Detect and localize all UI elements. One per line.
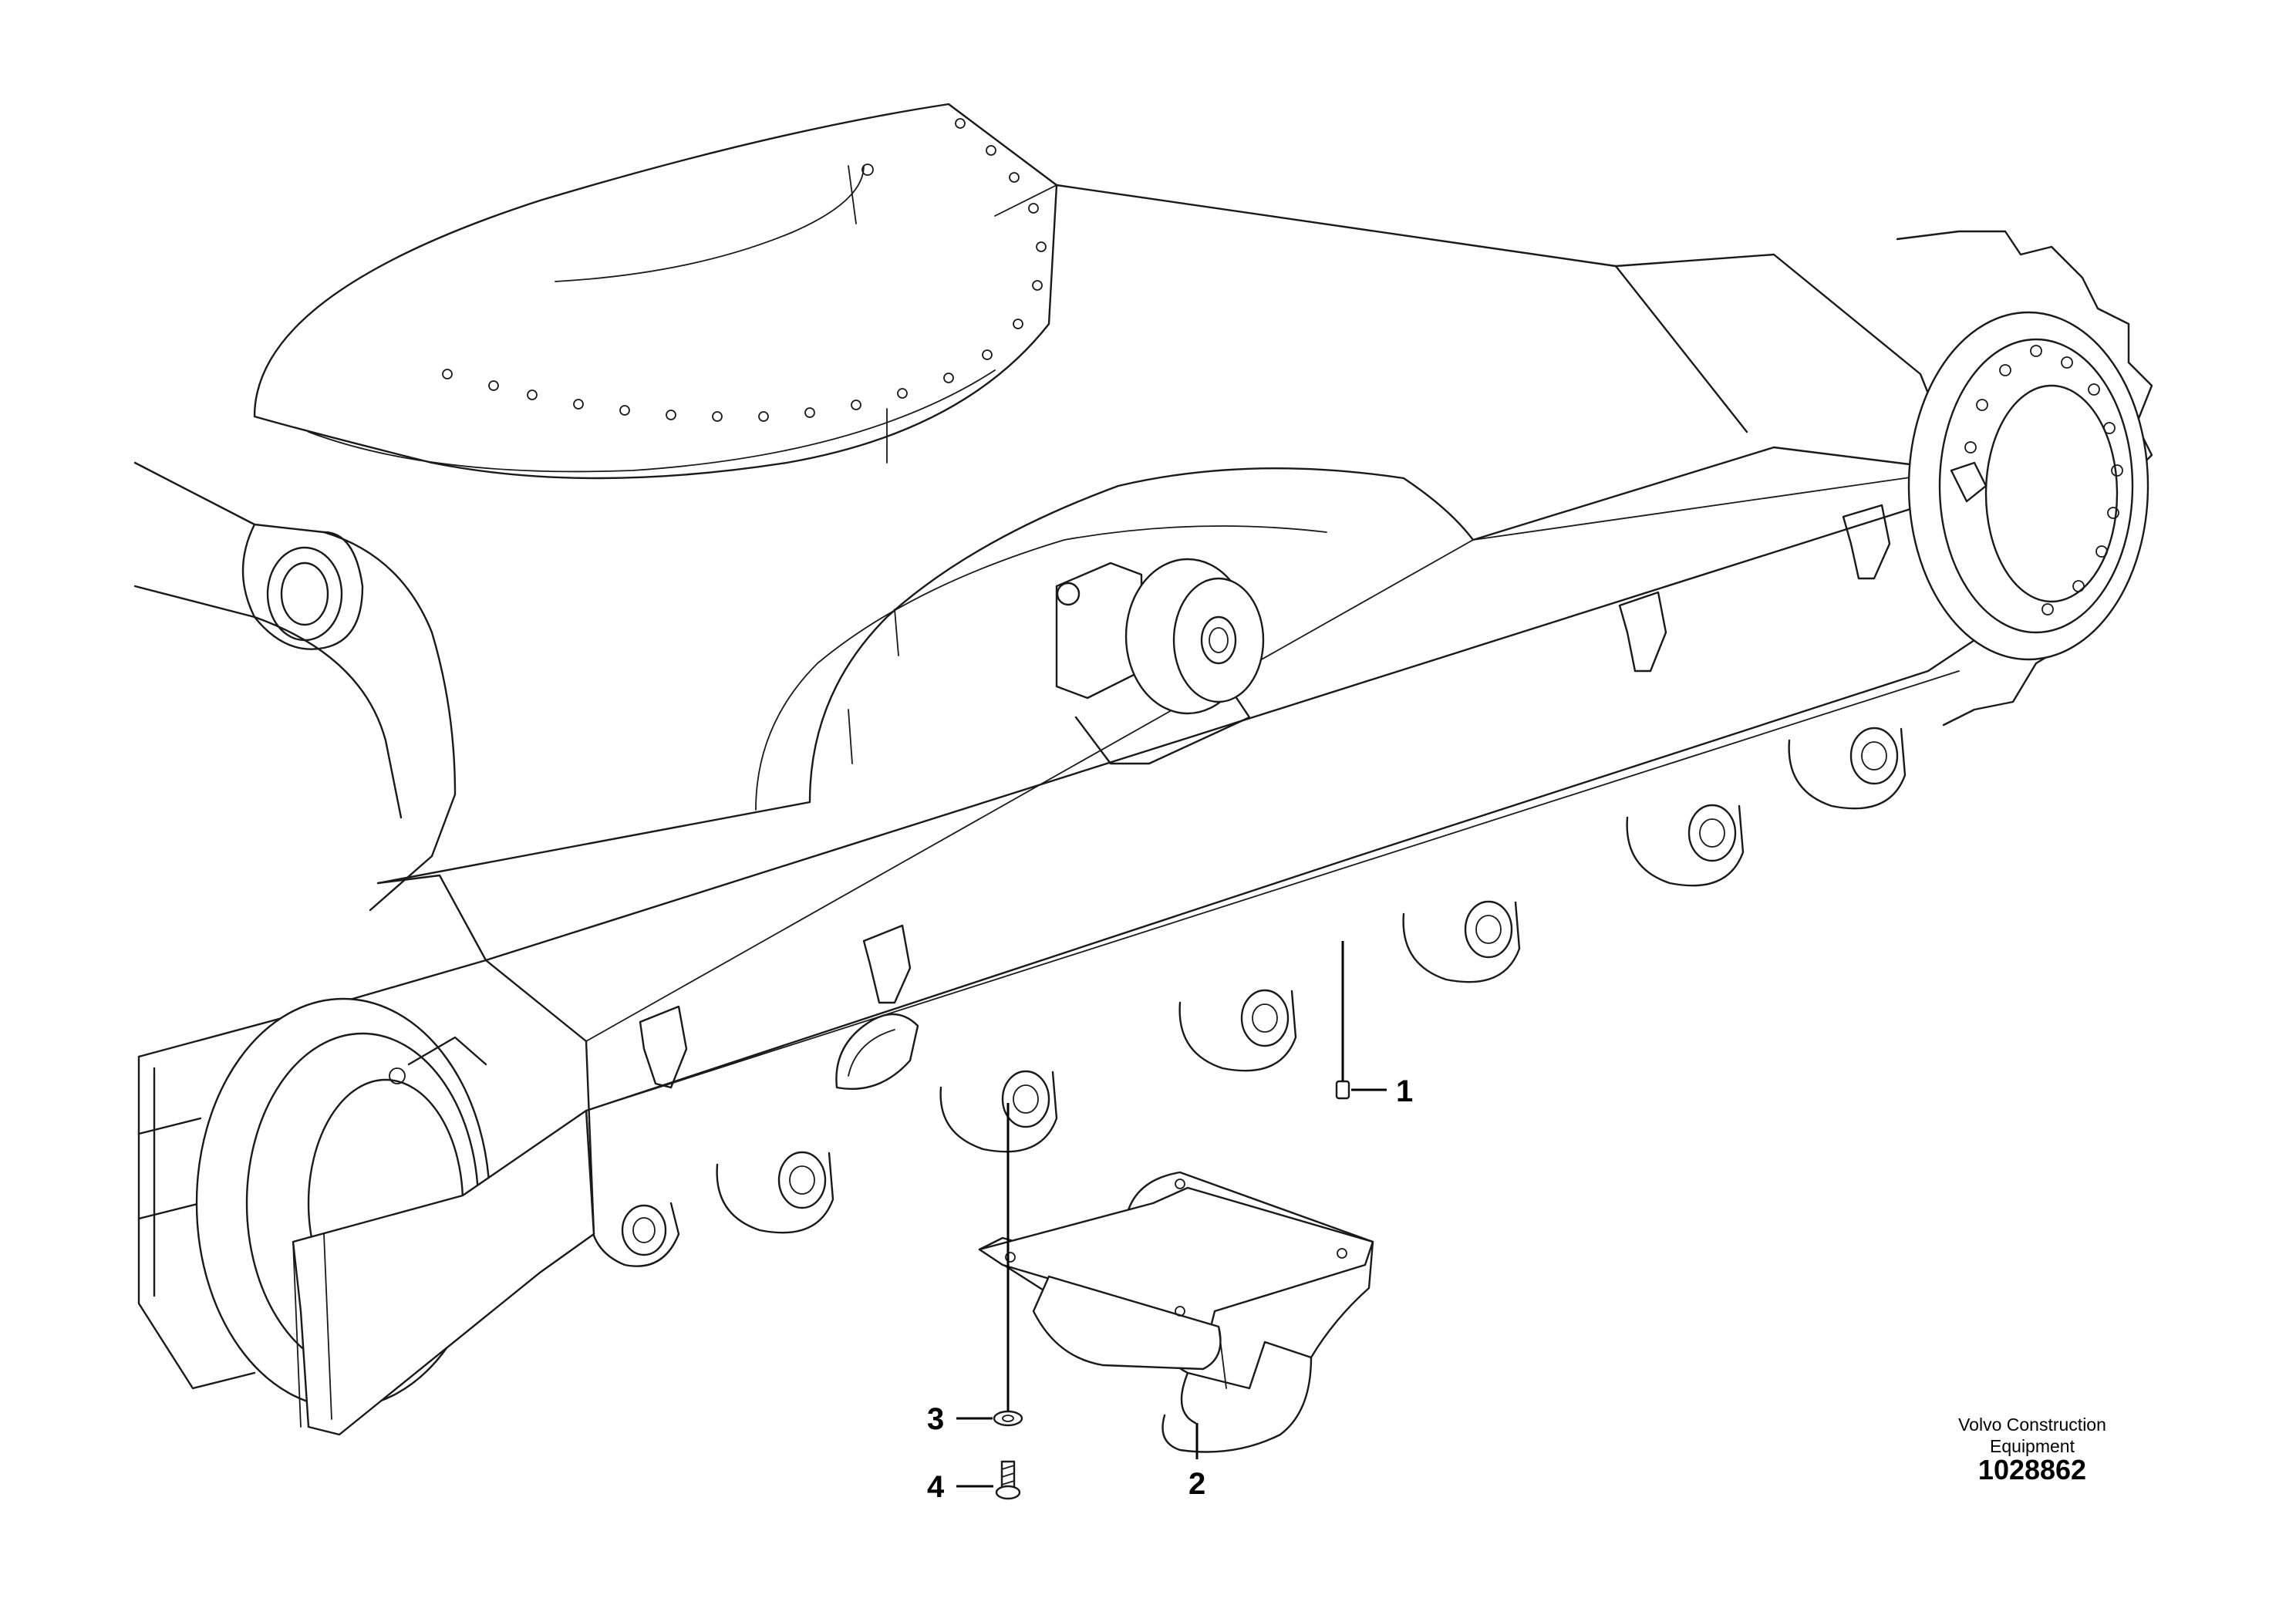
figure-number: 1028862 [1977,1454,2087,1485]
carrier-roller [1055,558,1265,765]
bolt-part-1 [1335,1080,1350,1100]
screw-part-4 [995,1460,1021,1500]
sprocket-bolt-holes [1964,345,2123,615]
callout-2[interactable]: 2 [1188,1423,1205,1501]
track-roller [716,1151,834,1234]
track-roller [1402,900,1521,983]
ring-bolt-holes [442,118,1047,422]
front-idler [137,959,595,1436]
callout-3[interactable]: 3 [927,1402,993,1436]
frame-arm [133,461,457,912]
brand-label: Volvo Construction Equipment [1905,1414,2159,1457]
track-roller [939,1070,1058,1153]
callout-1[interactable]: 1 [1351,1074,1413,1108]
brand-line-2: Equipment [1990,1436,2075,1456]
washer-part-3 [993,1410,1023,1427]
drive-sprocket [1896,230,2153,727]
callout-1-number: 1 [1396,1074,1413,1108]
track-frame [376,184,1976,1266]
brand-line-1: Volvo Construction [1958,1415,2106,1435]
track-roller [1788,727,1907,810]
track-guard [978,1171,1374,1453]
track-roller [588,1202,680,1267]
slewing-ring [253,103,1058,480]
track-roller [1626,804,1745,887]
callout-3-number: 3 [927,1402,944,1436]
callout-4-number: 4 [927,1470,945,1504]
track-rollers [588,727,1907,1267]
callout-4[interactable]: 4 [927,1470,993,1504]
track-roller [1178,989,1297,1072]
callout-2-number: 2 [1188,1467,1205,1501]
